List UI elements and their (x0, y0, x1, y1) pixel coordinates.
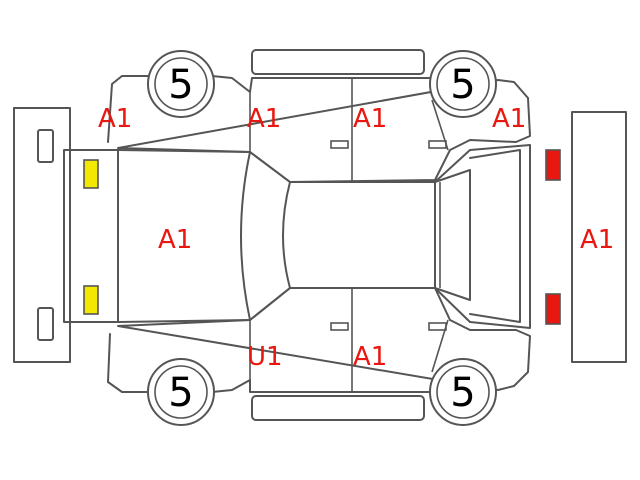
right-side-step (251, 395, 425, 421)
rear-bumper (571, 111, 627, 363)
code-front-left-door: A1 (247, 104, 281, 134)
windshield-sides (249, 151, 291, 321)
rear-right-tail-lamp (545, 293, 561, 325)
tire-front-right: 5 (147, 358, 215, 426)
code-hood: A1 (158, 225, 192, 255)
rear-left-tail-lamp (545, 149, 561, 181)
left-rear-door-handle (428, 140, 447, 149)
code-front-left-fender: A1 (98, 104, 132, 134)
right-rear-door-handle (428, 322, 447, 331)
left-side-step (251, 49, 425, 75)
windshield-front-edge (240, 151, 251, 321)
windshield-rear-edge (282, 181, 291, 289)
tire-front-left: 5 (147, 50, 215, 118)
code-rear-left-door: A1 (353, 104, 387, 134)
left-front-door-handle (330, 140, 349, 149)
rear-window (434, 169, 471, 301)
front-right-headlamp (83, 285, 99, 315)
tire-front-right-value: 5 (168, 370, 193, 416)
right-front-door-handle (330, 322, 349, 331)
code-rear-left-quarter: A1 (492, 104, 526, 134)
front-right-fog-lamp (37, 307, 54, 341)
tire-rear-right: 5 (429, 358, 497, 426)
roof (289, 181, 436, 289)
front-left-headlamp (83, 159, 99, 189)
front-bumper (13, 107, 71, 363)
code-front-right-door: U1 (247, 342, 283, 372)
code-rear-right-door: A1 (353, 342, 387, 372)
front-left-fog-lamp (37, 129, 54, 163)
tire-rear-left: 5 (429, 50, 497, 118)
top-view-body (63, 144, 531, 329)
left-side-profile (107, 49, 531, 183)
tire-front-left-value: 5 (168, 62, 193, 108)
tire-rear-right-value: 5 (450, 370, 475, 416)
tire-rear-left-value: 5 (450, 62, 475, 108)
rear-gate-panel (469, 149, 521, 323)
code-rear-gate: A1 (580, 225, 614, 255)
